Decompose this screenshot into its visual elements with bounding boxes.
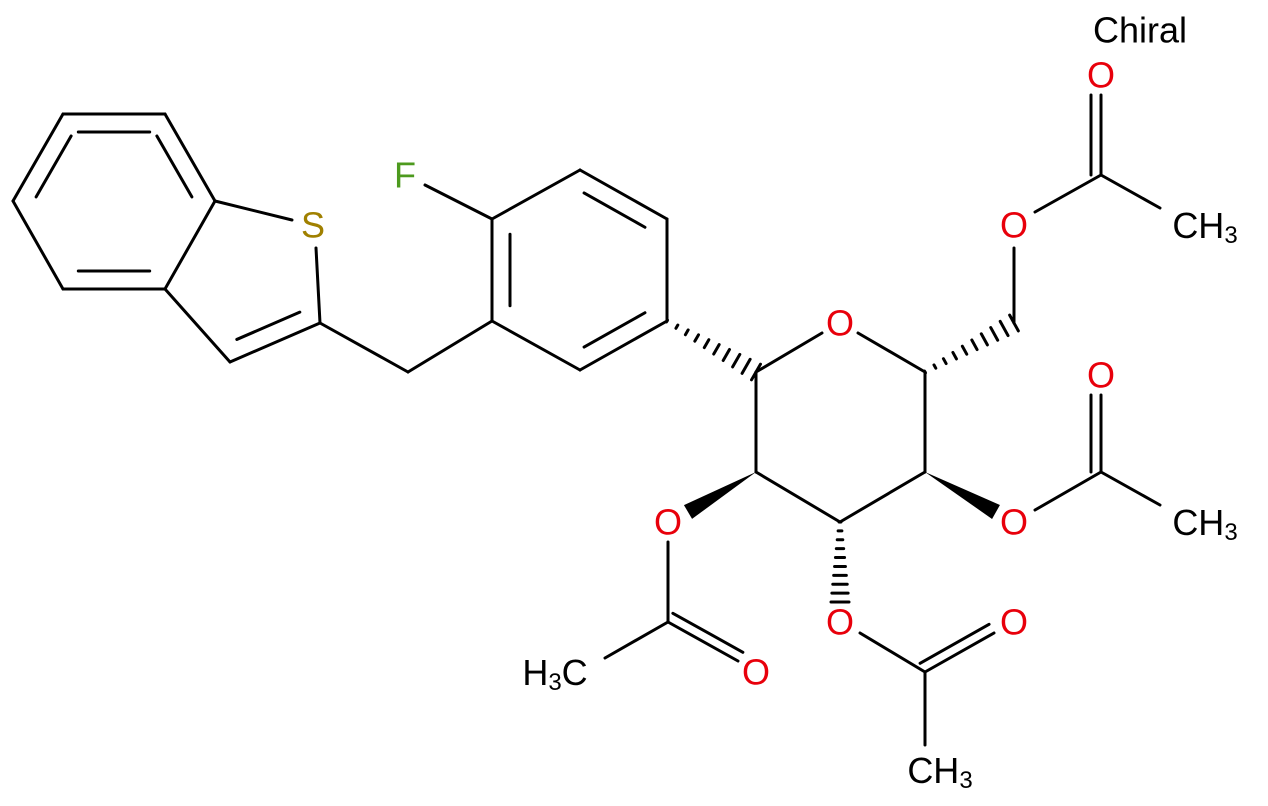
hash-bond-aryl: [712, 343, 721, 356]
double-bond-inner: [34, 134, 73, 199]
phenyl-bond: [578, 168, 669, 221]
bond: [1033, 470, 1103, 512]
sulfur-atom: S: [301, 205, 325, 246]
fluoro-bond: [423, 183, 494, 221]
hash-bond-c6: [932, 363, 938, 370]
benzene-bond: [11, 199, 65, 291]
oxygen-atom: O: [826, 602, 854, 643]
oxygen-atom: O: [1000, 205, 1028, 246]
methyl-group: CH3: [1172, 502, 1237, 546]
bond: [858, 631, 927, 674]
hash-bond-c6: [941, 357, 948, 366]
hash-bond-c6: [989, 326, 1000, 342]
bonds: [11, 93, 1162, 747]
oxygen-atom: O: [826, 303, 854, 344]
hash-bond-aryl: [693, 333, 700, 343]
thiophene-bond: [314, 246, 322, 325]
ring-bond: [754, 331, 824, 374]
carbonyl-bond: [918, 622, 991, 665]
ring-bond: [856, 331, 927, 374]
wedge-bond-c2: [683, 472, 756, 519]
hash-bond-aryl: [702, 338, 711, 350]
methyl-group: CH3: [1172, 205, 1237, 249]
ring-bond: [838, 470, 927, 524]
phenyl-bond: [490, 319, 582, 372]
benzene-bond: [163, 199, 217, 291]
hash-bond-aryl: [721, 348, 731, 362]
benzene-bond: [11, 112, 65, 203]
ring-bond: [754, 470, 842, 524]
oxygen-atom: O: [742, 652, 770, 693]
double-bond-inner: [155, 134, 194, 199]
hash-bond-c6: [923, 369, 927, 375]
oxygen-atom: O: [1000, 602, 1028, 643]
oxygen-atom: O: [1087, 55, 1115, 96]
hash-bond-aryl: [740, 357, 752, 375]
fluorine-atom: F: [394, 155, 416, 196]
double-bond-inner: [235, 310, 302, 341]
phenyl-bond: [490, 168, 582, 221]
methyl-group: CH3: [907, 750, 972, 794]
hash-bond-aryl: [665, 318, 669, 324]
hash-bond-aryl: [674, 323, 680, 330]
bond: [1033, 173, 1103, 214]
chiral-label: Chiral: [1093, 10, 1187, 51]
oxygen-atom: O: [1087, 355, 1115, 396]
carbonyl-bond: [666, 620, 740, 663]
methylene-bond: [318, 321, 410, 374]
oxygen-atom: O: [654, 502, 682, 543]
thiophene-bond: [163, 287, 232, 364]
benzene-bond: [163, 112, 217, 203]
phenyl-bond: [578, 319, 669, 372]
methylene-bond: [406, 319, 494, 374]
hash-bond-c6: [998, 319, 1010, 338]
double-bond-inner: [582, 311, 647, 349]
hash-bond-aryl: [683, 328, 690, 337]
methyl-group: H3C: [522, 652, 587, 696]
carbonyl-bond: [923, 631, 996, 674]
thiophene-bond: [213, 199, 294, 222]
carbonyl-bond: [671, 611, 745, 654]
hash-bond-c6: [960, 344, 969, 356]
hash-bond-c6: [979, 332, 989, 347]
bond: [1099, 470, 1162, 507]
thiophene-bond: [228, 321, 322, 364]
bond: [603, 620, 670, 660]
bond: [1099, 173, 1162, 210]
hash-bond-c6: [970, 338, 979, 352]
double-bond-inner: [582, 191, 647, 229]
wedge-bond-c4: [925, 472, 1000, 519]
oxygen-atom: O: [1000, 502, 1028, 543]
hash-bond-c6: [951, 350, 958, 361]
hash-bond-aryl: [731, 352, 742, 369]
